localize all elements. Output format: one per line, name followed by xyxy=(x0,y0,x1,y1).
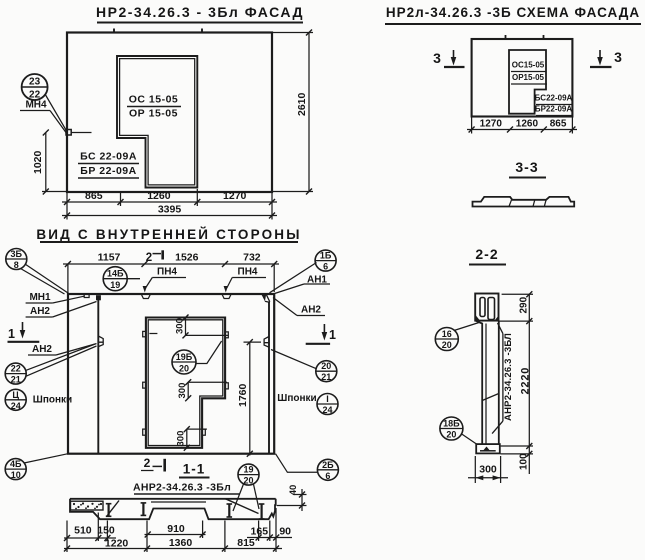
svg-text:300: 300 xyxy=(177,383,188,399)
svg-text:АНР2-34.26.3 -3Бл: АНР2-34.26.3 -3Бл xyxy=(133,482,231,494)
svg-text:ОР15-05: ОР15-05 xyxy=(512,73,545,82)
svg-text:Шпонки: Шпонки xyxy=(277,393,316,404)
svg-text:20: 20 xyxy=(442,340,452,350)
svg-text:1: 1 xyxy=(329,328,336,342)
svg-text:МН4: МН4 xyxy=(25,100,47,111)
svg-text:1360: 1360 xyxy=(169,537,193,549)
svg-text:Ц: Ц xyxy=(12,390,19,400)
svg-text:19Б: 19Б xyxy=(176,352,193,362)
svg-text:3: 3 xyxy=(614,49,622,65)
svg-text:150: 150 xyxy=(97,525,115,537)
svg-text:300: 300 xyxy=(175,318,186,334)
svg-text:1760: 1760 xyxy=(237,383,249,407)
svg-text:510: 510 xyxy=(74,525,92,537)
svg-text:22: 22 xyxy=(11,364,21,374)
svg-text:БР 22-09А: БР 22-09А xyxy=(80,165,136,177)
svg-text:ВИД С ВНУТРЕННЕЙ СТОРОНЫ: ВИД С ВНУТРЕННЕЙ СТОРОНЫ xyxy=(36,227,301,242)
svg-text:2: 2 xyxy=(144,456,151,470)
svg-text:ОР 15-05: ОР 15-05 xyxy=(129,108,178,120)
svg-text:МН1: МН1 xyxy=(29,292,51,303)
svg-text:НР2-34.26.3 - 3Бл ФАСАД: НР2-34.26.3 - 3Бл ФАСАД xyxy=(96,4,304,20)
svg-text:20: 20 xyxy=(446,430,456,440)
svg-text:1220: 1220 xyxy=(105,538,129,550)
svg-text:20: 20 xyxy=(321,361,331,371)
svg-text:I: I xyxy=(326,394,329,404)
svg-text:АНР2-34.26.3 -3БЛ: АНР2-34.26.3 -3БЛ xyxy=(503,333,514,421)
svg-text:ОС15-05: ОС15-05 xyxy=(512,61,545,70)
svg-text:2-2: 2-2 xyxy=(475,246,498,262)
svg-text:3-3: 3-3 xyxy=(515,159,538,175)
svg-text:2: 2 xyxy=(146,252,152,264)
svg-text:4Б: 4Б xyxy=(10,459,22,469)
svg-text:19: 19 xyxy=(243,465,253,475)
svg-text:300: 300 xyxy=(176,431,187,447)
svg-text:1157: 1157 xyxy=(98,252,121,264)
svg-text:24: 24 xyxy=(11,401,21,411)
svg-text:3Б: 3Б xyxy=(11,249,23,259)
svg-text:1526: 1526 xyxy=(175,252,199,264)
svg-text:ОС 15-05: ОС 15-05 xyxy=(129,94,179,106)
svg-text:3: 3 xyxy=(433,50,441,66)
svg-text:АН2: АН2 xyxy=(30,306,50,317)
svg-text:40: 40 xyxy=(288,485,299,496)
svg-text:1270: 1270 xyxy=(480,119,503,130)
svg-text:АН1: АН1 xyxy=(307,275,327,286)
svg-text:БР22-09А: БР22-09А xyxy=(535,105,573,114)
svg-text:ПН4: ПН4 xyxy=(157,267,177,278)
svg-text:ПН4: ПН4 xyxy=(238,267,258,278)
svg-text:21: 21 xyxy=(321,372,331,382)
svg-text:1270: 1270 xyxy=(223,190,247,202)
svg-text:Шпонки: Шпонки xyxy=(33,395,72,406)
svg-text:14Б: 14Б xyxy=(107,269,124,279)
svg-text:22: 22 xyxy=(29,90,41,101)
svg-text:865: 865 xyxy=(85,190,103,202)
svg-text:1260: 1260 xyxy=(147,190,171,202)
svg-text:2Б: 2Б xyxy=(322,460,334,470)
svg-text:АН2: АН2 xyxy=(301,305,321,316)
svg-text:6: 6 xyxy=(323,262,328,272)
svg-text:АН2: АН2 xyxy=(32,344,52,355)
svg-text:18Б: 18Б xyxy=(443,419,460,429)
svg-text:6: 6 xyxy=(325,471,330,481)
svg-text:21: 21 xyxy=(11,375,21,385)
svg-text:1: 1 xyxy=(8,327,15,341)
svg-text:1260: 1260 xyxy=(516,119,539,130)
svg-text:БС 22-09А: БС 22-09А xyxy=(80,151,137,163)
svg-text:16: 16 xyxy=(442,329,452,339)
svg-text:20: 20 xyxy=(179,364,189,374)
svg-text:1-1: 1-1 xyxy=(183,462,206,477)
svg-text:20: 20 xyxy=(243,476,253,486)
svg-text:1Б: 1Б xyxy=(320,251,332,261)
svg-text:100: 100 xyxy=(519,453,530,470)
svg-text:НР2л-34.26.3 -3Б СХЕМА ФАСАДА: НР2л-34.26.3 -3Б СХЕМА ФАСАДА xyxy=(386,5,640,20)
svg-text:732: 732 xyxy=(243,252,261,264)
svg-text:3395: 3395 xyxy=(158,204,182,216)
svg-text:8: 8 xyxy=(14,260,19,270)
svg-text:10: 10 xyxy=(11,470,21,480)
svg-text:19: 19 xyxy=(110,280,120,290)
svg-text:24: 24 xyxy=(322,405,332,415)
svg-text:290: 290 xyxy=(519,296,530,313)
svg-text:2220: 2220 xyxy=(520,367,532,395)
svg-text:2610: 2610 xyxy=(296,92,308,116)
svg-text:БС22-09А: БС22-09А xyxy=(535,94,573,103)
svg-text:1020: 1020 xyxy=(32,150,44,174)
svg-text:300: 300 xyxy=(479,464,497,476)
svg-text:165: 165 xyxy=(251,526,269,538)
svg-text:90: 90 xyxy=(279,526,291,538)
svg-text:815: 815 xyxy=(237,537,255,549)
svg-text:910: 910 xyxy=(167,523,185,535)
svg-text:23: 23 xyxy=(29,77,41,88)
svg-text:865: 865 xyxy=(550,119,567,130)
